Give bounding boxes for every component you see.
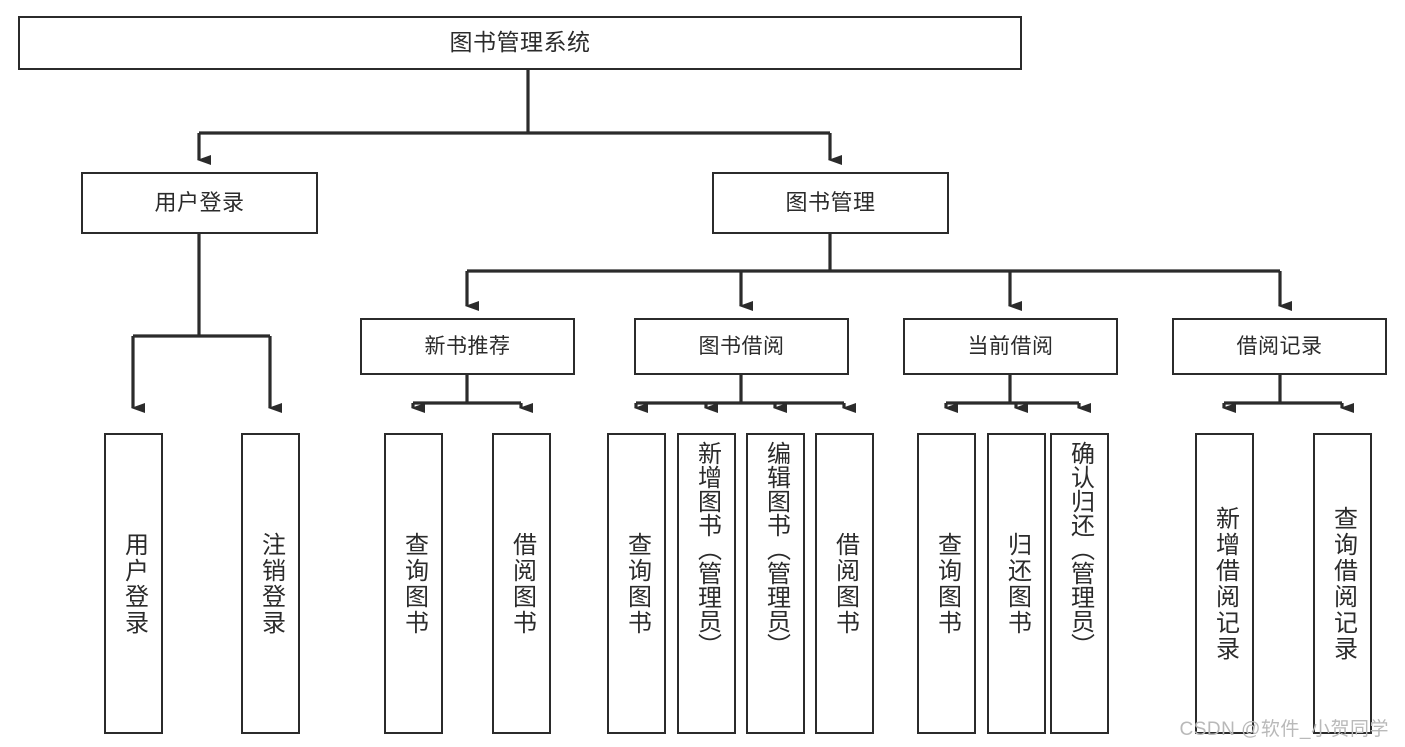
node-label: 归还图书 [1003, 531, 1031, 636]
leaf-borrow-book-new-recommend[interactable]: 借阅图书 [492, 433, 551, 734]
leaf-confirm-return-admin[interactable]: 确认归还（管理员） [1050, 433, 1109, 734]
leaf-borrow-book-borrow[interactable]: 借阅图书 [815, 433, 874, 734]
node-new-book-recommend[interactable]: 新书推荐 [360, 318, 575, 375]
node-borrow-record[interactable]: 借阅记录 [1172, 318, 1387, 375]
node-label: 借阅记录 [1236, 334, 1323, 358]
node-label: 借阅图书 [508, 531, 536, 636]
leaf-query-book-borrow[interactable]: 查询图书 [607, 433, 666, 734]
node-root-book-management-system[interactable]: 图书管理系统 [18, 16, 1022, 70]
leaf-edit-book-admin[interactable]: 编辑图书（管理员） [746, 433, 805, 734]
node-book-management[interactable]: 图书管理 [712, 172, 949, 234]
node-label: 借阅图书 [831, 531, 859, 636]
node-label: 查询图书 [400, 531, 428, 636]
leaf-add-borrow-record[interactable]: 新增借阅记录 [1195, 433, 1254, 734]
node-current-borrow[interactable]: 当前借阅 [903, 318, 1118, 375]
node-label: 新书推荐 [424, 334, 511, 358]
node-label: 查询图书 [623, 531, 651, 636]
node-label: 当前借阅 [967, 334, 1054, 358]
leaf-return-book[interactable]: 归还图书 [987, 433, 1046, 734]
node-label: 查询借阅记录 [1329, 505, 1357, 662]
node-label: 图书管理系统 [449, 29, 591, 56]
node-user-login[interactable]: 用户登录 [81, 172, 318, 234]
node-label: 用户登录 [120, 531, 148, 636]
leaf-query-borrow-record[interactable]: 查询借阅记录 [1313, 433, 1372, 734]
leaf-add-book-admin[interactable]: 新增图书（管理员） [677, 433, 736, 734]
node-label: 编辑图书（管理员） [762, 441, 790, 657]
node-label: 新增借阅记录 [1211, 505, 1239, 662]
leaf-user-login[interactable]: 用户登录 [104, 433, 163, 734]
leaf-query-book-current[interactable]: 查询图书 [917, 433, 976, 734]
node-label: 图书管理 [785, 189, 876, 215]
csdn-watermark: CSDN @软件_小贺同学 [1179, 719, 1389, 740]
node-label: 注销登录 [257, 531, 285, 636]
leaf-logout-login[interactable]: 注销登录 [241, 433, 300, 734]
node-label: 图书借阅 [698, 334, 785, 358]
node-label: 新增图书（管理员） [693, 441, 721, 657]
node-label: 确认归还（管理员） [1066, 441, 1094, 657]
node-label: 查询图书 [933, 531, 961, 636]
leaf-query-book-new-recommend[interactable]: 查询图书 [384, 433, 443, 734]
node-label: 用户登录 [154, 189, 245, 215]
node-book-borrow[interactable]: 图书借阅 [634, 318, 849, 375]
